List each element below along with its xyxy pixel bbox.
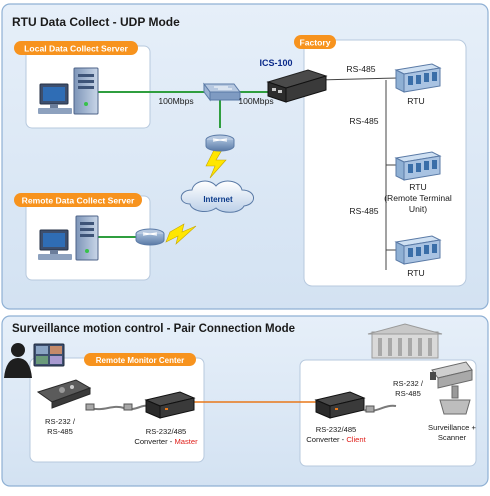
rtu-label-3: RTU — [407, 268, 425, 278]
section-udp-mode: RTU Data Collect - UDP Mode Local Data C… — [1, 3, 489, 310]
link-speed-left: 100Mbps — [158, 96, 193, 106]
building-icon — [367, 323, 443, 359]
section-title: RTU Data Collect - UDP Mode — [12, 15, 180, 29]
client-side-box — [299, 359, 477, 467]
factory-label: Factory — [299, 38, 330, 48]
router-icon — [135, 228, 165, 246]
rtu-icon — [394, 151, 442, 181]
serial-right-label: RS-232 / — [393, 379, 424, 388]
lightning-icon — [165, 223, 197, 245]
scanner-label-2: Scanner — [438, 433, 467, 442]
factory-badge — [294, 35, 336, 49]
serial-connector-icon — [123, 403, 133, 411]
internet-cloud-icon — [180, 180, 254, 213]
serial-left-label: RS-232 / — [45, 417, 76, 426]
rtu-label-1: RTU — [407, 96, 425, 106]
rtu-icon — [394, 235, 442, 265]
remote-monitor-label: Remote Monitor Center — [96, 356, 184, 365]
rtu-label-2c: Unit) — [409, 204, 427, 214]
control-keyboard-icon — [36, 379, 92, 409]
ics-100-label: ICS-100 — [259, 58, 292, 68]
link-speed-right: 100Mbps — [238, 96, 273, 106]
operator-icon — [4, 343, 32, 378]
remote-monitor-badge — [84, 353, 196, 366]
router-icon — [205, 134, 235, 152]
remote-server-label: Remote Data Collect Server — [22, 196, 135, 206]
remote-server-icon — [75, 215, 99, 261]
converter-client-role: Converter - Client — [306, 435, 366, 444]
converter-master-role: Converter - Master — [134, 437, 198, 446]
converter-master-label: RS-232/485 — [146, 427, 187, 436]
factory-box — [303, 39, 467, 287]
local-server-icon — [73, 67, 99, 115]
surveillance-camera-icon — [430, 361, 473, 415]
remote-server-badge — [14, 193, 142, 207]
rs485-bus-top — [317, 77, 399, 81]
ics-100-device-icon — [266, 69, 328, 103]
monitor-wall-icon — [33, 343, 65, 367]
internet-label: Internet — [203, 195, 233, 204]
rtu-label-2: RTU — [409, 182, 427, 192]
rs485-label-top: RS-485 — [346, 64, 375, 74]
serial-connector-icon — [85, 403, 95, 411]
converter-client-label: RS-232/485 — [316, 425, 357, 434]
serial-left-label-2: RS-485 — [47, 427, 73, 436]
rs485-label-bottom: RS-485 — [349, 206, 378, 216]
rs485-label-mid: RS-485 — [349, 116, 378, 126]
section-pair-mode: Surveillance motion control - Pair Conne… — [1, 315, 489, 487]
remote-pc-icon — [38, 229, 72, 260]
converter-master-icon — [144, 391, 196, 419]
local-server-badge — [14, 41, 138, 55]
serial-connector-icon — [365, 405, 375, 413]
rtu-icon — [394, 63, 442, 93]
lightning-icon — [205, 149, 227, 179]
switch-icon — [203, 82, 241, 102]
serial-right-label-2: RS-485 — [395, 389, 421, 398]
local-server-label: Local Data Collect Server — [24, 44, 128, 54]
local-pc-icon — [38, 83, 72, 114]
section-title: Surveillance motion control - Pair Conne… — [12, 323, 295, 335]
scanner-label: Surveillance + — [428, 423, 476, 432]
rtu-label-2b: (Remote Terminal — [384, 193, 452, 203]
